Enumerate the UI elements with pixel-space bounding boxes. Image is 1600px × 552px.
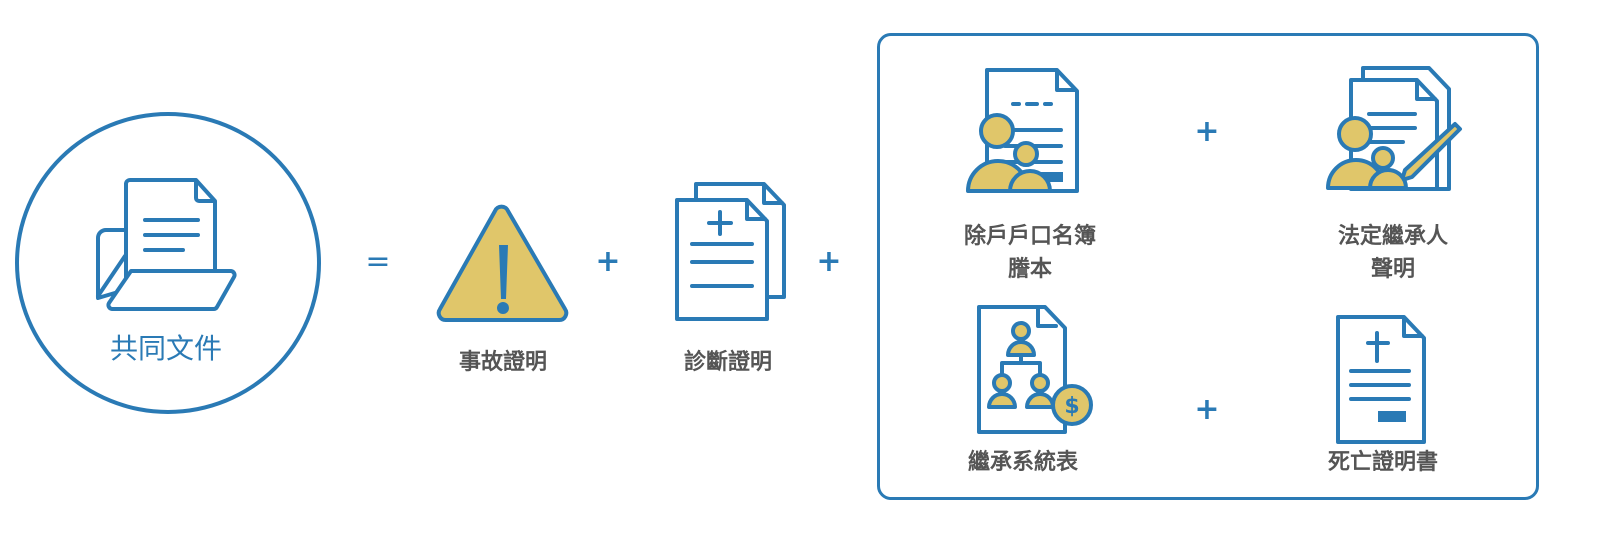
warning-triangle-icon bbox=[436, 204, 569, 322]
folder-document-icon bbox=[96, 178, 237, 312]
inheritance-tree-label: 繼承系統表 bbox=[967, 450, 1079, 475]
accident-certificate-label: 事故證明 bbox=[458, 350, 548, 375]
diagnosis-certificate-label: 診斷證明 bbox=[683, 350, 773, 375]
inheritance-documents-group bbox=[877, 33, 1539, 500]
label-line: 法定繼承人 bbox=[1337, 224, 1449, 249]
death-certificate-label: 死亡證明書 bbox=[1327, 450, 1439, 475]
inheritance-tree-icon: $ bbox=[977, 305, 1093, 434]
common-documents-circle bbox=[15, 112, 321, 414]
medical-documents-icon bbox=[675, 182, 786, 321]
label-line: 除戶戶口名簿 bbox=[963, 224, 1097, 249]
svg-text:$: $ bbox=[1064, 394, 1079, 419]
family-register-label: 除戶戶口名簿 謄本 bbox=[964, 220, 1096, 286]
death-certificate-icon bbox=[1336, 315, 1426, 444]
plus-sign: + bbox=[816, 244, 842, 279]
plus-sign: + bbox=[1194, 114, 1220, 149]
label-line: 謄本 bbox=[1007, 257, 1053, 282]
equals-sign: = bbox=[365, 244, 391, 279]
label-line: 聲明 bbox=[1370, 257, 1416, 282]
common-documents-label: 共同文件 bbox=[109, 332, 223, 365]
family-register-icon bbox=[966, 68, 1079, 193]
heir-declaration-icon bbox=[1326, 66, 1462, 191]
plus-sign: + bbox=[595, 244, 621, 279]
heir-declaration-label: 法定繼承人 聲明 bbox=[1338, 220, 1448, 286]
plus-sign: + bbox=[1194, 392, 1220, 427]
